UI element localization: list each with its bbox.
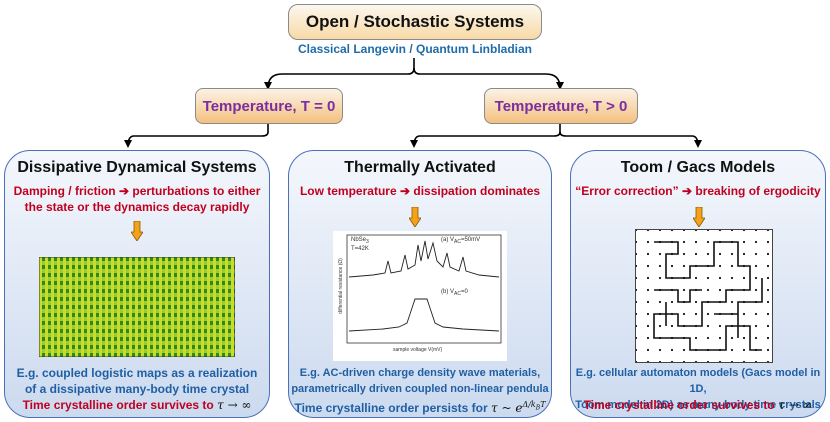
right-arrow-icon: ➔ bbox=[118, 184, 130, 198]
logistic-map-pattern-image bbox=[39, 257, 235, 357]
panel-toom-mechanism: “Error correction” ➔ breaking of ergodic… bbox=[575, 184, 821, 198]
right-arrow-icon: ➔ bbox=[399, 184, 411, 198]
cdw-resistance-figure: NbSe3 T=42K (a) VAC=50mV (b) VAC=0 sampl… bbox=[333, 231, 507, 361]
connector-t0-to-dissipative bbox=[124, 124, 269, 148]
connector-tpos-to-toom bbox=[559, 131, 702, 148]
panel-toom-footer: Time crystalline order survives to τ → ∞ bbox=[583, 398, 813, 412]
panel-toom-title: Toom / Gacs Models bbox=[620, 159, 776, 176]
connector-top-to-tpos bbox=[413, 67, 564, 90]
connector-tpos-to-thermal bbox=[410, 124, 561, 148]
figure-temperature-label: T=42K bbox=[351, 246, 369, 252]
temperature-zero-box: Temperature, T = 0 bbox=[195, 88, 343, 124]
temperature-positive-box: Temperature, T > 0 bbox=[484, 88, 638, 124]
panel-thermal-mechanism: Low temperature ➔ dissipation dominates bbox=[299, 184, 541, 198]
connector-top-to-t0 bbox=[264, 58, 415, 90]
panel-dissipative-mechanism: Damping / friction ➔ perturbations to ei… bbox=[13, 184, 261, 214]
figure-x-axis-label: sample voltage V(mV) bbox=[393, 347, 443, 353]
figure-curve-b-label: (b) VAC=0 bbox=[441, 289, 468, 298]
figure-curve-a-label: (a) VAC=50mV bbox=[441, 237, 481, 246]
panel-dissipative: Dissipative Dynamical Systems Damping / … bbox=[4, 150, 270, 418]
temperature-zero-label: Temperature, T = 0 bbox=[202, 97, 336, 115]
panel-thermal: Thermally Activated Low temperature ➔ di… bbox=[288, 150, 552, 418]
panel-toom: Toom / Gacs Models “Error correction” ➔ … bbox=[570, 150, 826, 418]
top-subtitle: Classical Langevin / Quantum Linbladian bbox=[297, 42, 533, 56]
top-title-box: Open / Stochastic Systems bbox=[288, 4, 542, 40]
panel-thermal-example: E.g. AC-driven charge density wave mater… bbox=[291, 367, 549, 395]
cellular-automaton-grid-image bbox=[635, 229, 773, 363]
down-arrow-icon bbox=[409, 207, 421, 227]
temperature-positive-label: Temperature, T > 0 bbox=[494, 97, 628, 115]
panel-dissipative-footer: Time crystalline order survives to τ → ∞ bbox=[22, 398, 252, 412]
down-arrow-icon bbox=[693, 207, 705, 227]
right-arrow-icon: ➔ bbox=[681, 184, 693, 198]
panel-thermal-title: Thermally Activated bbox=[344, 159, 496, 176]
panel-dissipative-example: E.g. coupled logistic maps as a realizat… bbox=[16, 366, 258, 396]
panel-thermal-footer: Time crystalline order persists for τ ~ … bbox=[294, 400, 546, 415]
panel-toom-example: E.g. cellular automaton models (Gacs mod… bbox=[575, 367, 821, 411]
figure-y-axis-label: differential resistance (Ω) bbox=[338, 258, 344, 314]
figure-material-label: NbSe3 bbox=[351, 237, 369, 246]
down-arrow-icon bbox=[131, 221, 143, 241]
panel-dissipative-title: Dissipative Dynamical Systems bbox=[17, 159, 257, 176]
top-title: Open / Stochastic Systems bbox=[305, 12, 525, 31]
